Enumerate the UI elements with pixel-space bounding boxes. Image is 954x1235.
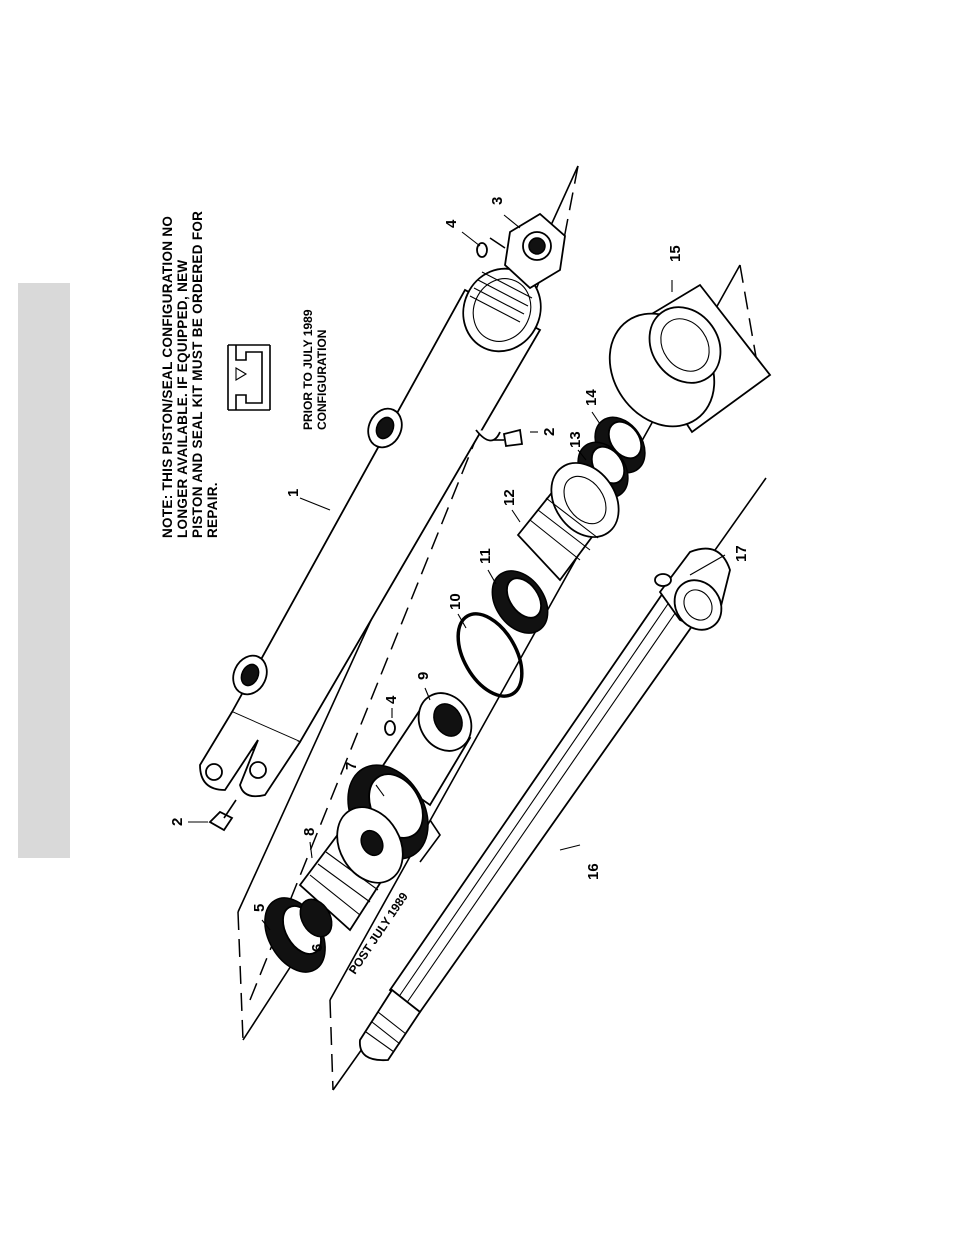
note-block: NOTE: THIS PISTON/SEAL CONFIGURATION NO … <box>160 211 220 538</box>
callout-13: 13 <box>567 431 584 448</box>
callout-1: 1 <box>285 489 302 497</box>
callout-3: 3 <box>489 197 506 205</box>
note-line-2: LONGER AVAILABLE. IF EQUIPPED, NEW <box>175 260 190 538</box>
prior-caption: PRIOR TO JULY 1989 CONFIGURATION <box>301 309 329 430</box>
callout-7: 7 <box>343 762 360 770</box>
part-11-seal-ring <box>481 560 559 643</box>
part-1-cylinder-barrel <box>200 256 554 796</box>
callout-4a: 4 <box>443 219 460 228</box>
callout-15: 15 <box>667 245 684 262</box>
callout-4b: 4 <box>383 695 400 704</box>
part-4-setscrew-a <box>477 238 505 257</box>
callout-16: 16 <box>585 863 602 880</box>
callout-9: 9 <box>415 672 432 680</box>
note-line-3: PISTON AND SEAL KIT MUST BE ORDERED FOR <box>190 211 205 538</box>
note-line-1: NOTE: THIS PISTON/SEAL CONFIGURATION NO <box>160 216 175 538</box>
callout-14: 14 <box>583 389 600 406</box>
prior-caption-line-2: CONFIGURATION <box>315 330 329 430</box>
part-2-grease-fitting-a <box>210 800 236 830</box>
callout-17: 17 <box>733 545 750 562</box>
note-line-4: REPAIR. <box>205 482 220 538</box>
part-4-setscrew-b <box>385 721 395 735</box>
callout-10: 10 <box>447 593 464 610</box>
callout-5: 5 <box>251 904 268 912</box>
callout-12: 12 <box>501 489 518 506</box>
prior-caption-line-1: PRIOR TO JULY 1989 <box>301 309 315 430</box>
callout-11: 11 <box>477 548 494 564</box>
callout-2b: 2 <box>541 428 558 436</box>
prior-configuration-inset <box>228 345 270 410</box>
callout-8: 8 <box>301 828 318 836</box>
callout-6: 6 <box>309 944 326 952</box>
callout-2a: 2 <box>169 818 186 826</box>
